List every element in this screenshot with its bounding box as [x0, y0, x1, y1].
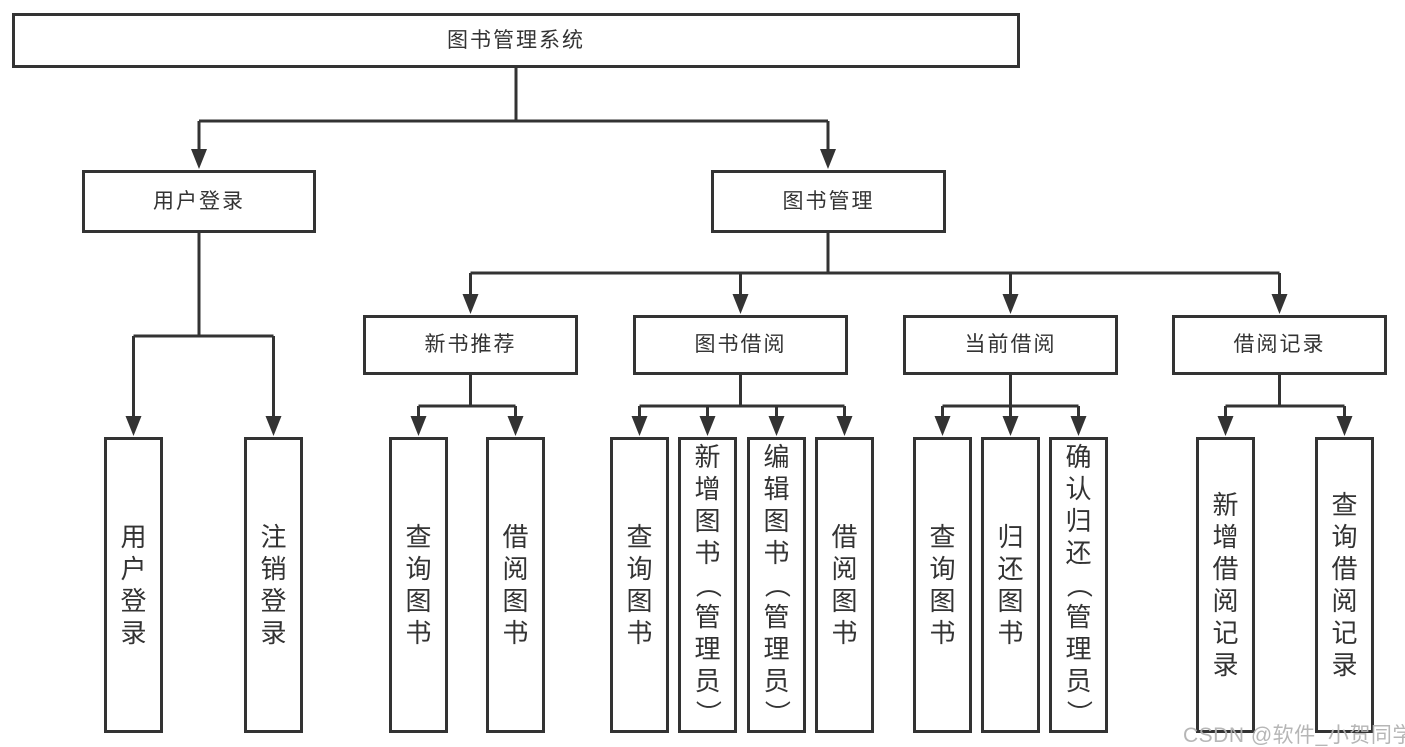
leaf-query-borrow-record: 查询借阅记录	[1315, 437, 1374, 733]
csdn-watermark: CSDN @软件_小贺同学	[1183, 724, 1405, 747]
leaf-query-books-current: 查询图书	[913, 437, 972, 733]
leaf-confirm-return-admin: 确认归还（管理员）	[1049, 437, 1108, 733]
node-book-management: 图书管理	[711, 170, 946, 233]
leaf-add-books-admin: 新增图书（管理员）	[678, 437, 737, 733]
leaf-borrow-books-recommend: 借阅图书	[486, 437, 545, 733]
leaf-borrow-books: 借阅图书	[815, 437, 874, 733]
node-new-book-recommendation: 新书推荐	[363, 315, 578, 375]
node-current-borrowing: 当前借阅	[903, 315, 1118, 375]
node-borrowing-records: 借阅记录	[1172, 315, 1387, 375]
leaf-logout: 注销登录	[244, 437, 303, 733]
leaf-user-login: 用户登录	[104, 437, 163, 733]
node-library-management-system: 图书管理系统	[12, 13, 1020, 68]
leaf-add-borrow-record: 新增借阅记录	[1196, 437, 1255, 733]
leaf-return-books: 归还图书	[981, 437, 1040, 733]
leaf-query-books-recommend: 查询图书	[389, 437, 448, 733]
node-book-borrowing: 图书借阅	[633, 315, 848, 375]
node-user-login: 用户登录	[82, 170, 316, 233]
leaf-query-books-borrowing: 查询图书	[610, 437, 669, 733]
leaf-edit-books-admin: 编辑图书（管理员）	[747, 437, 806, 733]
